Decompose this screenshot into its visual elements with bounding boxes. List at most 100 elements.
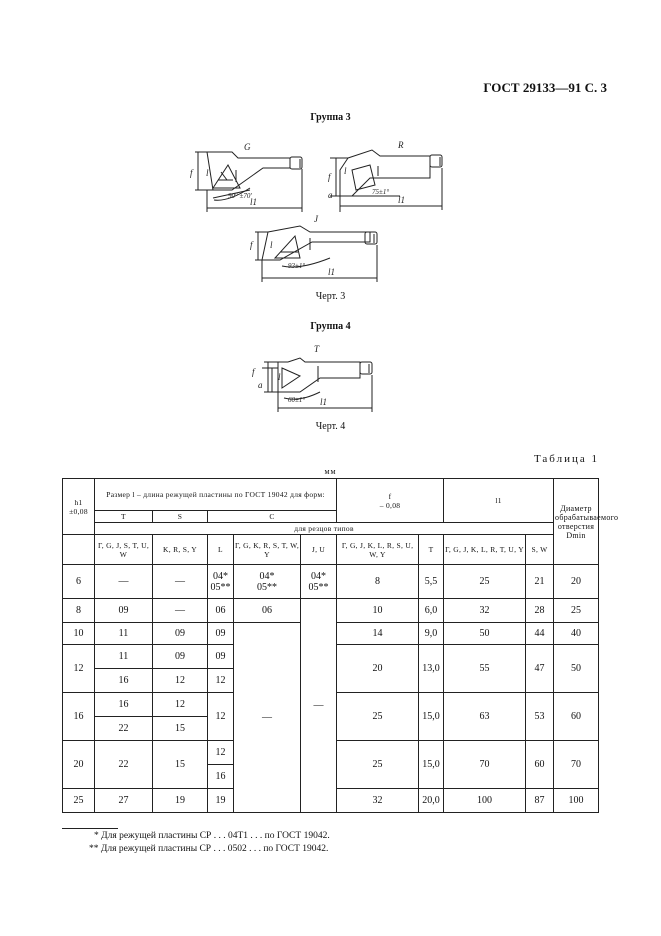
cell: 16 (94, 668, 153, 693)
figure-t-angle: 60±1° (288, 396, 305, 404)
table-title: Таблица 1 (533, 453, 599, 465)
cell: — (94, 564, 153, 599)
figure-g-f: f (190, 168, 194, 178)
cell: 44 (525, 622, 555, 645)
figure-j-f: f (250, 240, 254, 250)
cell-dash: — (299, 598, 338, 813)
cell: 15,0 (418, 692, 445, 741)
group4-title: Группа 4 (310, 321, 351, 332)
cell: 15 (152, 740, 208, 789)
cell: 09 (207, 622, 234, 645)
cell: 40 (553, 622, 600, 645)
cell: 15 (152, 716, 208, 741)
cell: 06 (207, 598, 234, 623)
table-row: 25 27 19 19 32 20,0 100 87 100 (62, 788, 600, 813)
cell: 70 (553, 740, 600, 789)
cell: 53 (525, 692, 555, 741)
figure-t (262, 357, 373, 412)
cell: 25 (553, 598, 600, 623)
cell-dash: — (233, 622, 301, 813)
figure-j (255, 225, 378, 282)
cell: 16 (207, 764, 234, 789)
cell-h1: 25 (62, 788, 95, 813)
figure-g (195, 151, 303, 212)
table-unit: мм (324, 467, 337, 476)
cell: 32 (336, 788, 420, 813)
table-row: 12 11 09 09 20 13,0 55 47 50 (62, 644, 600, 693)
figure-t-a: a (258, 380, 263, 390)
figure-r-f: f (328, 172, 332, 182)
figure-g-l1: l1 (250, 197, 257, 207)
cell: 04*05** (299, 564, 338, 599)
cell: — (152, 564, 208, 599)
figure-g-letter: G (244, 142, 251, 152)
table-row: 16 (63, 764, 599, 789)
figure-j-angle: 93±1° (288, 262, 305, 270)
cell: 19 (207, 788, 234, 813)
cell: 11 (94, 622, 153, 645)
figure-t-f: f (252, 367, 256, 377)
cell: 19 (152, 788, 208, 813)
figure-r-letter: R (397, 140, 404, 150)
cell: 32 (443, 598, 527, 623)
types-8: Г, G, J, K, L, R, T, U, Y (443, 534, 527, 565)
cell: 63 (443, 692, 527, 741)
cell: 12 (152, 668, 208, 693)
types-6: Г, G, J, K, L, R, S, U, W, Y (336, 534, 420, 565)
table-row: 8 09 — 06 06 — 10 6,0 32 28 25 (62, 598, 600, 813)
types-3: L (207, 534, 234, 565)
cell-h1: 20 (62, 740, 95, 789)
cell: 20 (553, 564, 600, 599)
figure-g-angle: 90° ±70' (228, 192, 252, 200)
table-row: 22 15 (63, 716, 599, 741)
figure-r-l: l (344, 166, 347, 176)
cell: 09 (152, 644, 208, 669)
table-row: 10 11 09 09 — 14 9,0 50 44 40 (62, 622, 600, 813)
figure-t-l1: l1 (320, 397, 327, 407)
l1-header: l1 (443, 478, 555, 523)
figure-j-l1: l1 (328, 267, 335, 277)
figure-r-a: a (328, 190, 333, 200)
types-4: Г, G, K, R, S, T, W, Y (233, 534, 301, 565)
footnote-1: * Для режущей пластины СР . . . 04Т1 . .… (94, 831, 330, 841)
cell: 25 (443, 564, 527, 599)
figure-t-letter: T (314, 344, 320, 354)
types-5: J, U (299, 534, 338, 565)
cell: 13,0 (418, 644, 445, 693)
cell: 09 (94, 598, 153, 623)
cell: 25 (336, 692, 420, 741)
cell: 50 (553, 644, 600, 693)
figure-j-letter: J (314, 214, 319, 224)
figure-j-l: l (270, 240, 273, 250)
cell: 09 (152, 622, 208, 645)
figure-r-angle: 75±1° (372, 188, 389, 196)
table-row: 16 16 12 12 25 15,0 63 53 60 (62, 692, 600, 741)
figure-t-l: l (278, 372, 281, 382)
cell: 100 (443, 788, 527, 813)
group3-drawings: G 90° ±70' f l l1 R 75±1° f a l l1 J 93±… (190, 140, 443, 412)
cell: 25 (336, 740, 420, 789)
dmin-header: Диаметр обрабатываемого отверстия Dmin (553, 478, 618, 565)
form-t-header: T (94, 510, 153, 523)
cell: 12 (152, 692, 208, 717)
cell: 28 (525, 598, 555, 623)
cell: 6,0 (418, 598, 445, 623)
cell: 22 (94, 716, 153, 741)
form-s-header: S (152, 510, 208, 523)
cell: 09 (207, 644, 234, 669)
cell: 20 (336, 644, 420, 693)
types-7: T (418, 534, 445, 565)
f-header: f– 0,08 (336, 478, 445, 523)
cell: 12 (207, 740, 234, 765)
figure-caption-4: Черт. 4 (315, 421, 346, 432)
cell: 21 (525, 564, 555, 599)
cell: 27 (94, 788, 153, 813)
cell: 04*05** (207, 564, 234, 599)
figure-r-l1: l1 (398, 195, 405, 205)
table-row: 6 — — 04*05** 04*05** 04*05** 8 5,5 25 2… (62, 564, 600, 599)
types-9: S, W (525, 534, 555, 565)
cell: — (152, 598, 208, 623)
cell: 15,0 (418, 740, 445, 789)
cell: 22 (94, 740, 153, 789)
l-group-header: Размер l – длина режущей пластины по ГОС… (93, 478, 338, 511)
